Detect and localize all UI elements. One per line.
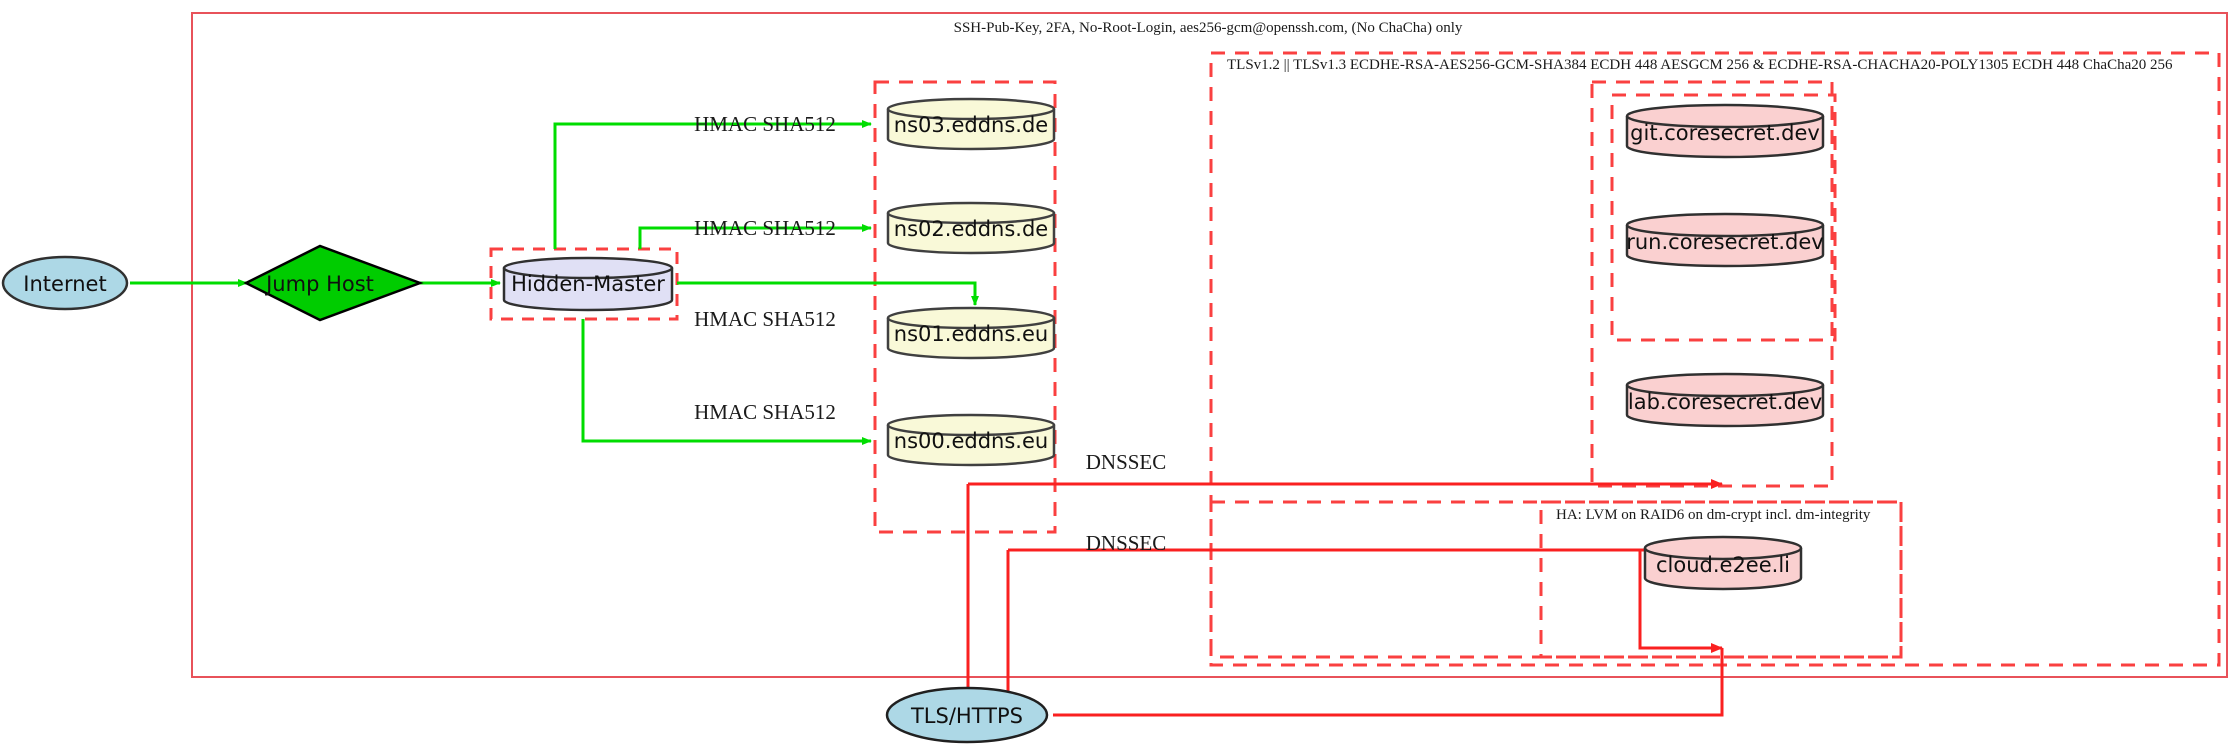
cluster-ha-boundary-label: HA: LVM on RAID6 on dm-crypt incl. dm-in…: [1556, 507, 1871, 523]
cluster-coresecret-box: [1590, 80, 1834, 488]
edge-hiddenmaster-ns02: [638, 224, 872, 249]
edge-tlshttps-right: [1053, 648, 1724, 717]
edge-label-hmac-ns03: HMAC SHA512: [694, 112, 836, 136]
node-ns01-label: ns01.eddns.eu: [894, 322, 1048, 346]
node-ns02[interactable]: ns02.eddns.de: [886, 201, 1056, 255]
edge-dnssec-lower-arrow: [1638, 550, 1723, 653]
node-ns01[interactable]: ns01.eddns.eu: [886, 306, 1056, 360]
node-tls-https-label: TLS/HTTPS: [910, 704, 1023, 728]
node-internet-label: Internet: [23, 272, 106, 296]
cluster-coresecret-inner-box: [1610, 93, 1837, 342]
cluster-ha-outer-box: [1209, 500, 1903, 659]
node-tls-https[interactable]: TLS/HTTPS: [885, 686, 1049, 744]
cluster-ssh-boundary: [191, 12, 2228, 678]
node-jump-host[interactable]: Jump Host: [243, 244, 424, 322]
node-run-coresecret-label: run.coresecret.dev: [1626, 230, 1824, 254]
node-jump-host-label: Jump Host: [264, 272, 374, 296]
node-internet[interactable]: Internet: [1, 255, 129, 311]
node-cloud-e2ee[interactable]: cloud.e2ee.li: [1643, 535, 1803, 591]
edge-label-dnssec-lower: DNSSEC: [1086, 531, 1167, 555]
edge-label-hmac-ns02: HMAC SHA512: [694, 216, 836, 240]
node-lab-coresecret-label: lab.coresecret.dev: [1628, 390, 1822, 414]
cluster-tls-boundary-label: TLSv1.2 || TLSv1.3 ECDHE-RSA-AES256-GCM-…: [1227, 57, 2173, 73]
node-cloud-e2ee-label: cloud.e2ee.li: [1656, 553, 1790, 577]
node-lab-coresecret[interactable]: lab.coresecret.dev: [1625, 372, 1825, 428]
edge-label-dnssec-upper: DNSSEC: [1086, 450, 1167, 474]
node-git-coresecret-label: git.coresecret.dev: [1630, 121, 1820, 145]
node-ns03[interactable]: ns03.eddns.de: [886, 97, 1056, 151]
edge-label-hmac-ns00: HMAC SHA512: [694, 400, 836, 424]
edge-label-hmac-ns01: HMAC SHA512: [694, 307, 836, 331]
edge-hiddenmaster-ns03: [553, 120, 872, 249]
node-hidden-master-label: Hidden-Master: [511, 272, 665, 296]
cluster-tls-boundary: [1209, 51, 2221, 667]
cluster-dns-box: [873, 80, 1057, 534]
node-run-coresecret[interactable]: run.coresecret.dev: [1625, 212, 1825, 268]
cluster-ssh-boundary-label: SSH-Pub-Key, 2FA, No-Root-Login, aes256-…: [954, 20, 1463, 36]
node-ns02-label: ns02.eddns.de: [894, 217, 1048, 241]
node-ns00-label: ns00.eddns.eu: [894, 429, 1048, 453]
node-git-coresecret[interactable]: git.coresecret.dev: [1625, 103, 1825, 159]
edge-hiddenmaster-ns00: [581, 319, 872, 445]
node-hidden-master[interactable]: Hidden-Master: [502, 256, 674, 312]
edge-hiddenmaster-ns01: [677, 281, 979, 306]
node-ns03-label: ns03.eddns.de: [894, 113, 1048, 137]
node-ns00[interactable]: ns00.eddns.eu: [886, 413, 1056, 467]
